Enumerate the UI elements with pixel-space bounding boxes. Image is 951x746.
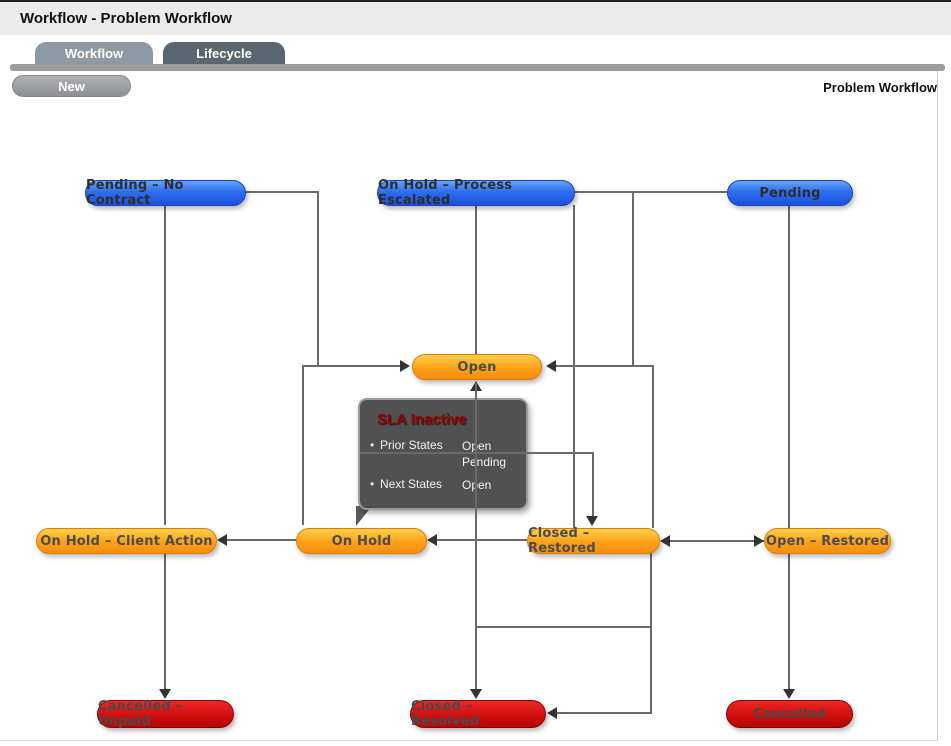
tooltip-row-label: Prior States	[380, 438, 443, 452]
new-button-label: New	[58, 78, 85, 94]
connector-line	[788, 205, 790, 528]
connector-line	[632, 191, 634, 367]
node-pending[interactable]: Pending	[727, 180, 853, 206]
node-closed-restored[interactable]: Closed – Restored	[527, 526, 660, 556]
context-title: Problem Workflow	[823, 80, 937, 95]
arrowhead-into-on-hold-client-action	[217, 534, 227, 546]
node-on-hold[interactable]: On Hold	[296, 528, 427, 554]
node-open-restored[interactable]: Open – Restored	[764, 528, 891, 554]
connector-line	[302, 365, 402, 367]
tooltip-value: Pending	[462, 455, 507, 469]
tab-lifecycle[interactable]: Lifecycle	[163, 42, 285, 64]
tooltip-pointer	[356, 506, 372, 526]
page-header: Workflow - Problem Workflow	[0, 2, 951, 35]
arrowhead-into-closed-resolved-top	[470, 689, 482, 699]
connector-line	[164, 205, 166, 525]
tab-lifecycle-label: Lifecycle	[196, 45, 252, 61]
arrowhead-into-closed-restored-top	[586, 516, 598, 526]
connector-line	[788, 554, 790, 690]
connector-line	[475, 205, 477, 354]
tab-bar-divider	[10, 64, 945, 71]
connector-line	[650, 553, 652, 714]
sla-tooltip: SLA Inactive • Prior States Open Pending…	[358, 398, 528, 510]
tooltip-row-label: Next States	[380, 477, 443, 491]
connector-line	[476, 626, 652, 628]
page-title: Workflow - Problem Workflow	[20, 10, 232, 27]
connector-line	[556, 712, 652, 714]
connector-line	[245, 191, 319, 193]
connector-line	[317, 191, 319, 367]
arrowhead-into-on-hold	[427, 534, 437, 546]
node-on-hold-process-escalated[interactable]: On Hold – Process Escalated	[377, 178, 575, 208]
bullet-icon: •	[370, 438, 375, 452]
bullet-icon: •	[370, 477, 375, 491]
node-open[interactable]: Open	[412, 354, 542, 380]
new-button[interactable]: New	[12, 75, 131, 97]
tab-workflow[interactable]: Workflow	[35, 42, 153, 64]
arrowhead-into-cancelled	[783, 689, 795, 699]
tooltip-row-next-states: • Next States Open	[370, 477, 526, 493]
workflow-canvas	[0, 71, 938, 741]
arrowhead-into-open-right	[546, 360, 556, 372]
connector-line	[652, 365, 654, 528]
node-closed-resolved[interactable]: Closed – Resolved	[410, 699, 546, 729]
connector-line	[302, 365, 304, 525]
tooltip-title: SLA Inactive	[377, 411, 467, 428]
node-on-hold-client-action[interactable]: On Hold – Client Action	[36, 528, 217, 554]
arrowhead-into-closed-resolved-right	[547, 707, 557, 719]
tab-workflow-label: Workflow	[64, 45, 124, 61]
tooltip-row-prior-states: • Prior States Open Pending	[370, 438, 526, 470]
connector-line	[164, 553, 166, 690]
arrowhead-into-open-left	[400, 360, 410, 372]
connector-line	[573, 205, 575, 528]
arrowhead-into-cancelled-unpaid	[159, 689, 171, 699]
node-cancelled[interactable]: Cancelled	[726, 700, 853, 728]
connector-line	[360, 452, 594, 454]
connector-line	[554, 365, 654, 367]
connector-line	[224, 539, 296, 541]
window-top-border	[0, 0, 951, 2]
connector-line	[475, 383, 477, 691]
node-pending-no-contract[interactable]: Pending – No Contract	[85, 178, 246, 208]
arrowhead-into-closed-restored-right	[660, 535, 670, 547]
arrowhead-into-open-restored	[754, 535, 764, 547]
connector-line	[575, 191, 727, 193]
connector-line	[434, 539, 527, 541]
node-cancelled-unpaid[interactable]: Cancelled – Unpaid	[97, 699, 234, 729]
connector-line	[668, 540, 764, 542]
connector-line	[592, 452, 594, 516]
